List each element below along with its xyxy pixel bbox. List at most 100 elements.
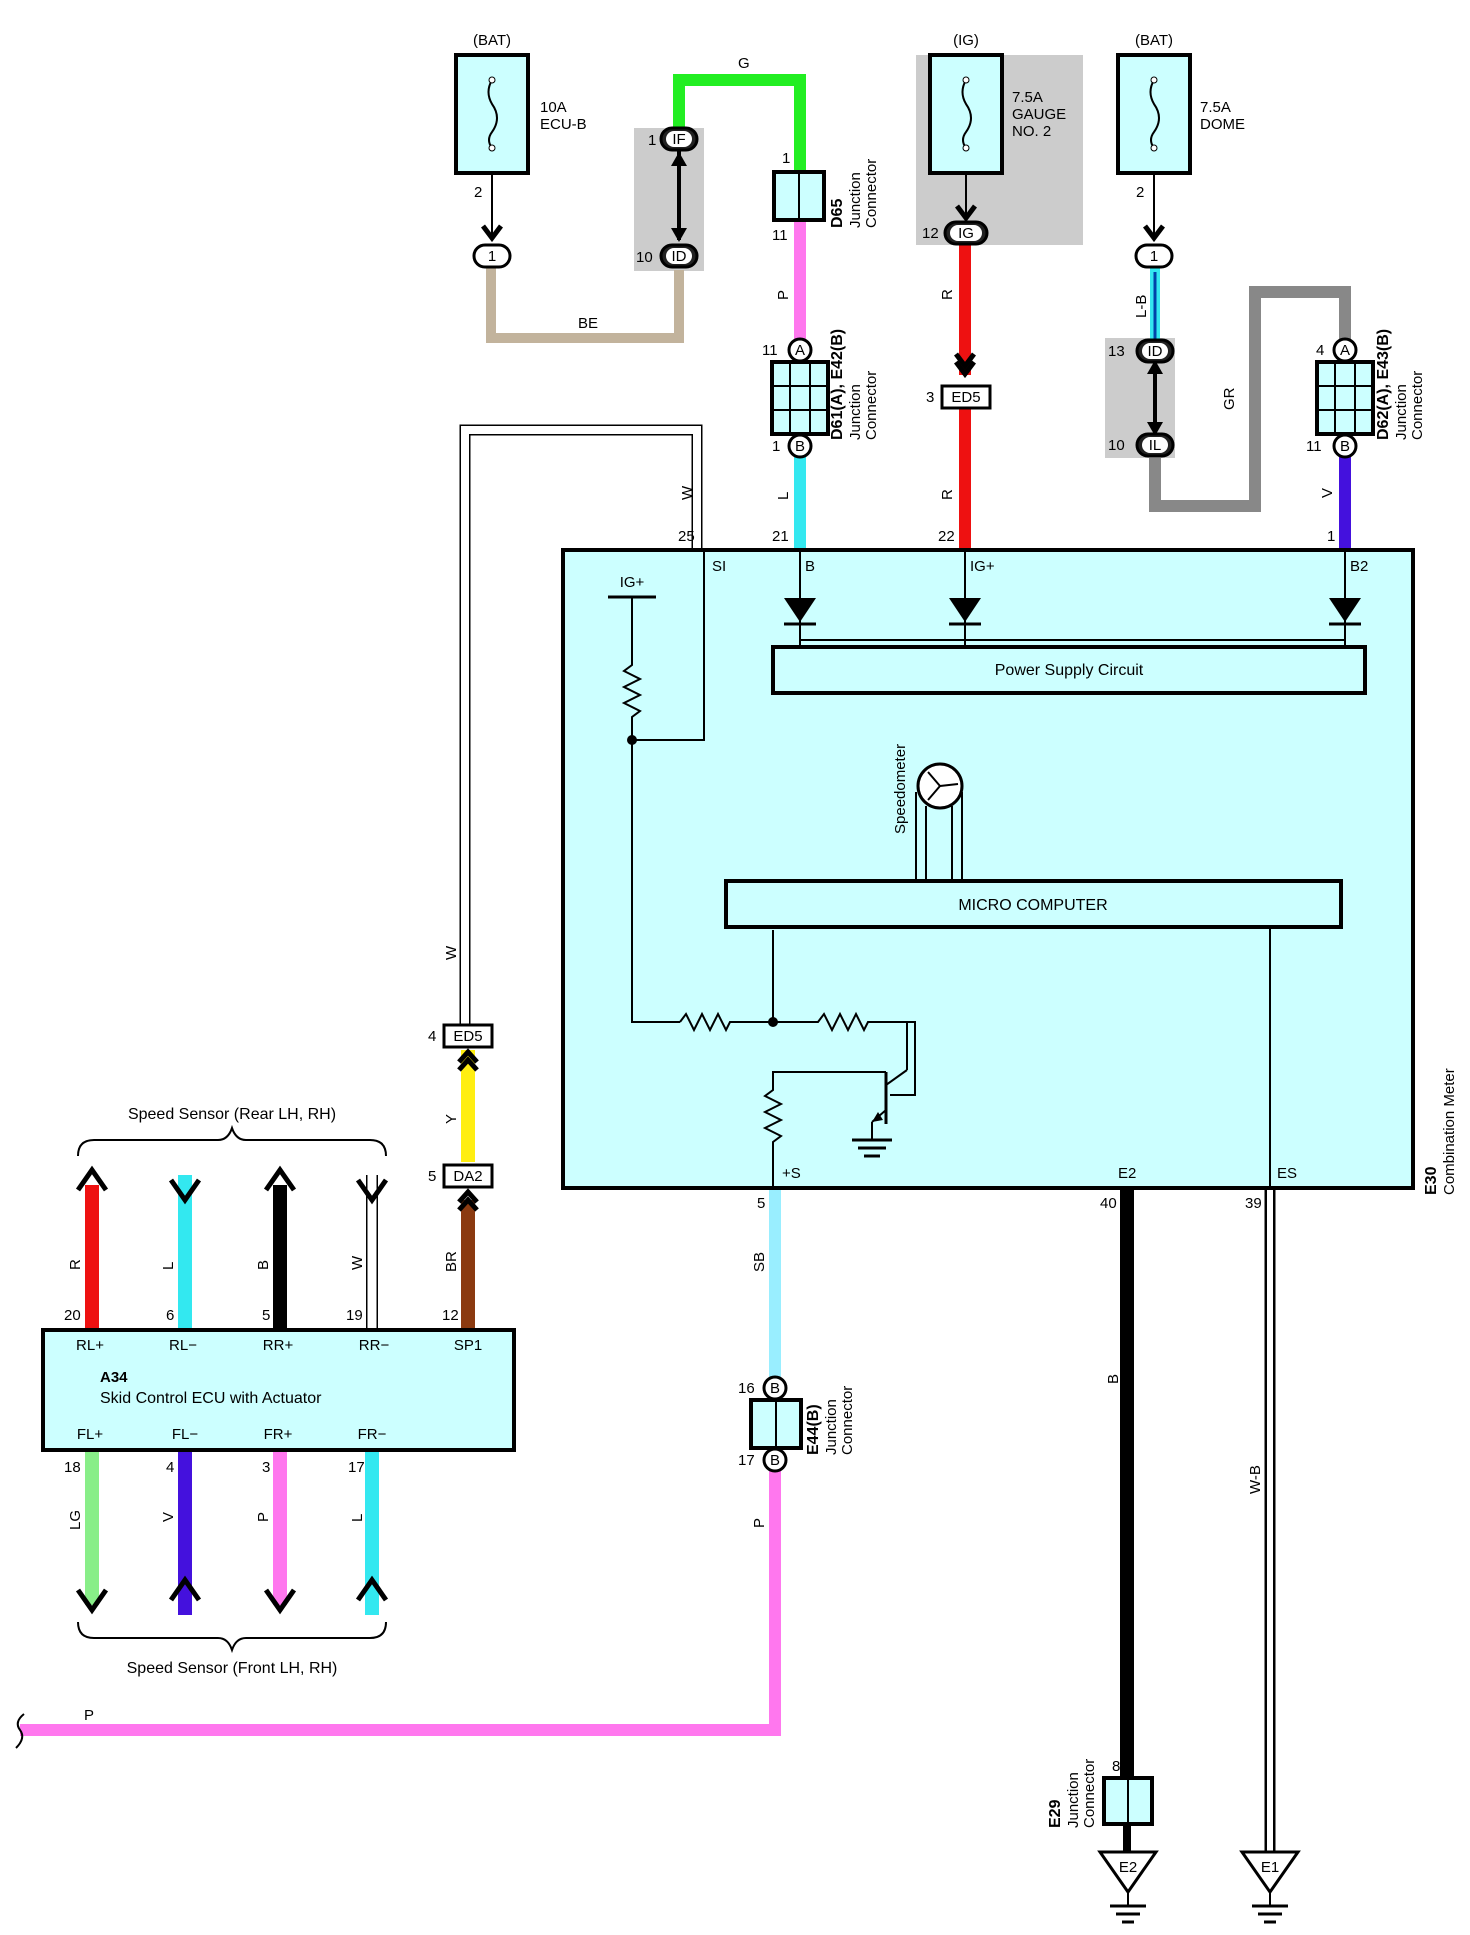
chevron-down-icon <box>1143 224 1165 243</box>
pin-4-ed5: 4 <box>428 1028 436 1045</box>
wire-label-p-low: P <box>751 1518 768 1528</box>
wire-label-br: BR <box>443 1251 460 1272</box>
diode-b2 <box>1329 550 1361 648</box>
wire-label-w-mid: W <box>443 945 460 960</box>
wire-break-icon <box>15 1713 25 1749</box>
ecu-code: A34 <box>100 1369 128 1386</box>
power-supply-label: Power Supply Circuit <box>995 662 1144 679</box>
pin-b-label: B <box>805 558 815 575</box>
svg-text:1: 1 <box>1150 248 1158 265</box>
fuse-gauge-amp: 7.5A <box>1012 89 1043 106</box>
pin-igp-label: IG+ <box>970 558 995 575</box>
brace-rear <box>77 1124 387 1157</box>
connector-ig: IG <box>943 220 989 246</box>
chevron-up-icon <box>457 1048 479 1064</box>
pin-40: 40 <box>1100 1195 1117 1212</box>
chevron-up-icon <box>457 1188 479 1204</box>
power-supply-box <box>771 645 1367 695</box>
pin-5-da2: 5 <box>428 1168 436 1185</box>
fuse-ecu-amp: 10A <box>540 99 567 116</box>
resistor-2 <box>773 1011 916 1096</box>
pin-plus-s-label: +S <box>782 1165 801 1182</box>
chevron-down-icon <box>954 360 976 379</box>
junction-connector-d61: A B <box>770 337 830 459</box>
wire-label-y: Y <box>443 1114 460 1124</box>
wire-label-be: BE <box>578 315 598 332</box>
connector-ed5-top: ED5 <box>940 384 992 410</box>
diode-b <box>784 550 816 648</box>
pin-flp-label: FL+ <box>77 1426 104 1443</box>
pin-22: 22 <box>938 528 955 545</box>
d61-code: D61(A), E42(B) <box>829 329 846 440</box>
pin-20: 20 <box>64 1307 81 1324</box>
pin-frm-label: FR− <box>358 1426 387 1443</box>
speed-sensor-rear-label: Speed Sensor (Rear LH, RH) <box>128 1106 336 1123</box>
pin-25: 25 <box>678 528 695 545</box>
fuse-ecu-name: ECU-B <box>540 116 587 133</box>
svg-text:DA2: DA2 <box>453 1168 482 1185</box>
arrow-up-icon <box>168 1575 202 1602</box>
wire-label-gr: GR <box>1221 387 1238 410</box>
speed-sensor-front-label: Speed Sensor (Front LH, RH) <box>127 1660 338 1677</box>
brace-front <box>77 1621 387 1654</box>
pin-rlp-label: RL+ <box>76 1337 104 1354</box>
pin-11-d65: 11 <box>772 227 788 244</box>
arrow-down-icon <box>263 1588 297 1615</box>
wire-label-sensor-l2: L <box>349 1514 366 1522</box>
transistor <box>852 1022 908 1158</box>
connector-if: IF <box>659 126 699 152</box>
svg-text:E1: E1 <box>1261 1859 1279 1876</box>
fuse-gauge <box>928 53 1004 218</box>
chevron-up-icon <box>457 1056 479 1072</box>
pin-b2-label: B2 <box>1350 558 1368 575</box>
svg-text:A: A <box>795 342 805 359</box>
wire-label-g: G <box>738 55 750 72</box>
fuse-dome-name: DOME <box>1200 116 1245 133</box>
fuse-dome-source: (BAT) <box>1135 32 1173 49</box>
pin-2-ecu: 2 <box>474 184 482 201</box>
pin-1-meter: 1 <box>1327 528 1335 545</box>
micro-computer-box <box>724 879 1343 929</box>
e29-jc2: Connector <box>1081 1759 1098 1828</box>
ecu-name: Skid Control ECU with Actuator <box>100 1390 322 1407</box>
e44-jc: Junction <box>823 1399 840 1455</box>
svg-text:B: B <box>1340 438 1350 455</box>
micro-computer-label: MICRO COMPUTER <box>958 897 1107 914</box>
svg-text:1: 1 <box>488 248 496 265</box>
pin-e2-label: E2 <box>1118 1165 1136 1182</box>
connector-id-2: ID <box>1135 338 1175 364</box>
arrow-up-icon <box>263 1165 297 1192</box>
pin-13: 13 <box>1108 343 1125 360</box>
pin-12-sp1: 12 <box>442 1307 459 1324</box>
pin-1-d65: 1 <box>782 150 790 167</box>
wire-label-l-b: L-B <box>1133 295 1150 318</box>
combination-meter: Power Supply Circuit IG+ MICRO COMPUTER <box>561 548 1415 1190</box>
arrow-up-icon <box>75 1165 109 1192</box>
speedometer-icon <box>915 762 964 881</box>
pin-4: 4 <box>166 1459 174 1476</box>
pin-10: 10 <box>636 249 653 266</box>
connector-id: ID <box>659 243 699 269</box>
pin-19: 19 <box>346 1307 363 1324</box>
chevron-down-icon <box>955 204 977 223</box>
meter-code: E30 <box>1423 1166 1440 1195</box>
pin-17-fr: 17 <box>348 1459 365 1476</box>
connector-1-dome: 1 <box>1134 243 1174 269</box>
pin-rlm-label: RL− <box>169 1337 197 1354</box>
wire-p-low <box>20 1470 781 1736</box>
wire-label-p: P <box>775 290 792 300</box>
pin-6: 6 <box>166 1307 174 1324</box>
svg-text:B: B <box>770 1452 780 1469</box>
d62-code: D62(A), E43(B) <box>1375 329 1392 440</box>
pin-21: 21 <box>772 528 789 545</box>
wire-label-sensor-v: V <box>160 1512 177 1522</box>
pin-3: 3 <box>926 389 934 406</box>
wire-label-v: V <box>1319 488 1336 498</box>
d62-jc: Junction <box>1393 384 1410 440</box>
pin-5-rr: 5 <box>262 1307 270 1324</box>
wire-label-sensor-r: R <box>67 1259 84 1270</box>
diode-igp <box>949 550 981 648</box>
pin-es-label: ES <box>1277 1165 1297 1182</box>
pin-10-il: 10 <box>1108 437 1125 454</box>
svg-text:IL: IL <box>1149 437 1162 454</box>
